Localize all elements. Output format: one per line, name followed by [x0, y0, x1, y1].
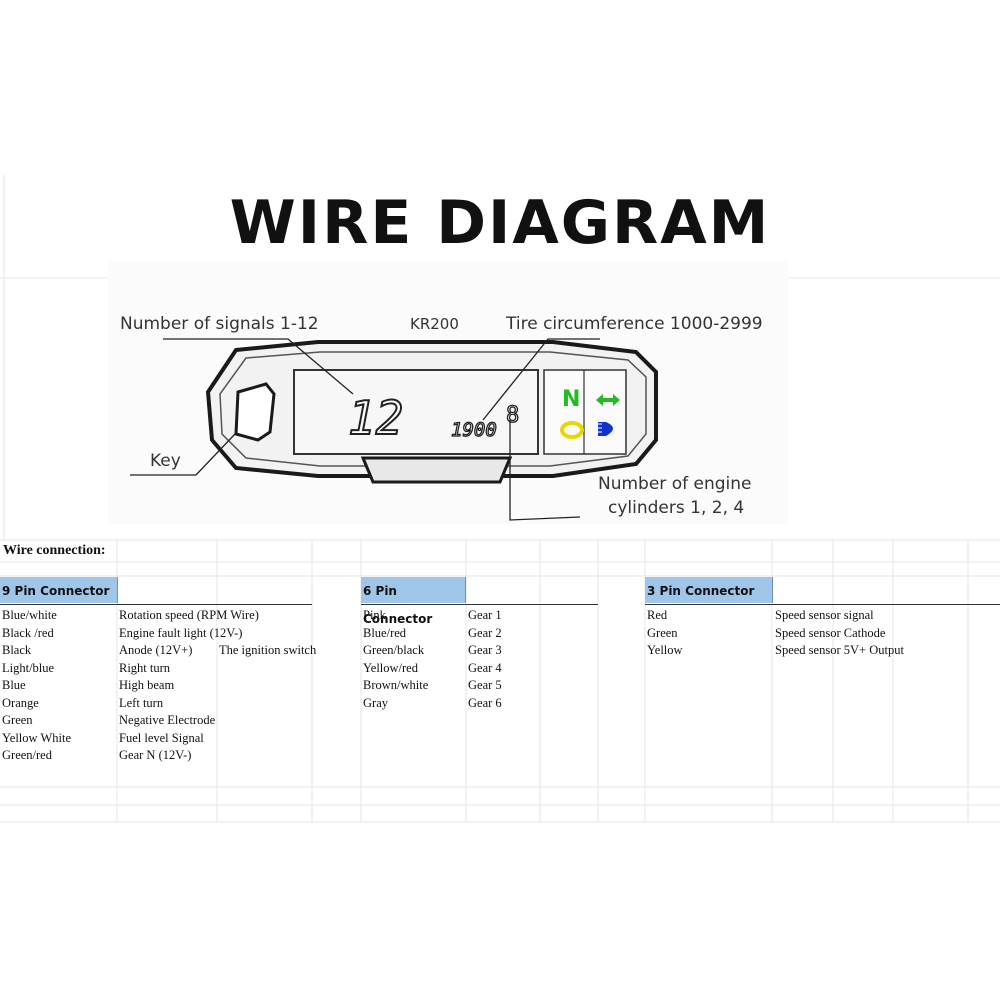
wire-color: Black /red: [2, 625, 54, 640]
wire-function: Fuel level Signal: [119, 730, 204, 745]
wire-function: Speed sensor 5V+ Output: [775, 643, 904, 657]
key-button[interactable]: [234, 382, 276, 442]
wire-function: Gear 1: [468, 608, 502, 622]
wire-function: Gear 4: [468, 660, 502, 675]
wire-color: Yellow White: [2, 730, 71, 745]
wire-color: Yellow/red: [363, 660, 418, 675]
table-row: Yellow White Fuel level Signal: [2, 730, 342, 748]
wire-color: Orange: [2, 695, 39, 710]
dashboard-diagram: 12 1900 8 N Number of signals 1-12 KR200…: [108, 262, 788, 524]
fuel-indicator-icon: [560, 421, 584, 439]
table-row: Green/red Gear N (12V-): [2, 747, 342, 765]
table-row: Yellow/red Gear 4: [363, 660, 598, 678]
wire-color: Green: [647, 625, 678, 640]
table-row: Green Negative Electrode: [2, 712, 342, 730]
turn-signal-icon: [596, 394, 620, 406]
page-title: WIRE DIAGRAM: [229, 188, 771, 258]
six-pin-table: Pink Gear 1 Blue/red Gear 2 Green/black …: [363, 607, 598, 712]
wire-function: Gear 5: [468, 678, 502, 692]
wire-function: Gear 6: [468, 695, 502, 710]
table-row: Pink Gear 1: [363, 607, 598, 625]
wire-color: Green/black: [363, 643, 425, 657]
wire-note: The ignition switch: [219, 643, 317, 657]
table-row: Orange Left turn: [2, 695, 342, 713]
table-row: Red Speed sensor signal: [647, 607, 997, 625]
table-row: Black Anode (12V+) The ignition switch: [2, 642, 342, 660]
wire-color: Yellow: [647, 643, 683, 657]
table-row: Green Speed sensor Cathode: [647, 625, 997, 643]
wire-function: Gear 3: [468, 643, 502, 657]
callout-cylinders-line1: Number of engine: [598, 474, 751, 494]
wire-color: Green/red: [2, 748, 52, 762]
table-row: Blue/white Rotation speed (RPM Wire): [2, 607, 342, 625]
three-pin-rule: [645, 604, 1000, 605]
wire-function: Speed sensor Cathode: [775, 625, 886, 640]
display-cylinders: 8: [506, 403, 519, 428]
wire-function: Speed sensor signal: [775, 608, 874, 622]
wire-color: Blue/white: [2, 608, 57, 622]
wire-color: Light/blue: [2, 660, 55, 675]
table-row: Yellow Speed sensor 5V+ Output: [647, 642, 997, 660]
indicator-panel: [543, 369, 627, 455]
wire-function: Rotation speed (RPM Wire): [119, 608, 259, 622]
nine-pin-table: Blue/white Rotation speed (RPM Wire) Bla…: [2, 607, 342, 765]
wire-color: Pink: [363, 608, 386, 622]
three-pin-header: 3 Pin Connector: [645, 577, 773, 603]
wire-function: Negative Electrode: [119, 713, 216, 727]
display-signals: 12: [348, 391, 403, 445]
six-pin-rule: [361, 604, 598, 605]
wire-function: Gear N (12V-): [119, 748, 192, 762]
wire-color: Green: [2, 713, 33, 727]
nine-pin-rule: [0, 604, 312, 605]
table-row: Gray Gear 6: [363, 695, 598, 713]
wire-function: Anode (12V+): [119, 643, 193, 657]
callout-cylinders-line2: cylinders 1, 2, 4: [608, 498, 744, 518]
six-pin-header: 6 Pin Connector: [361, 577, 466, 626]
wire-color: Black: [2, 643, 32, 657]
wire-color: Red: [647, 608, 668, 622]
table-row: Black /red Engine fault light (12V-): [2, 625, 342, 643]
callout-signals: Number of signals 1-12: [120, 314, 319, 334]
table-row: Green/black Gear 3: [363, 642, 598, 660]
wire-color: Blue/red: [363, 625, 407, 640]
wire-function: Right turn: [119, 660, 171, 675]
table-row: Brown/white Gear 5: [363, 677, 598, 695]
wire-connection-heading: Wire connection:: [3, 543, 106, 558]
lcd-screen: [293, 369, 539, 455]
wire-function: Left turn: [119, 695, 164, 710]
wire-function: High beam: [119, 678, 175, 692]
table-row: Blue High beam: [2, 677, 342, 695]
display-tire: 1900: [451, 419, 497, 441]
wire-function: Gear 2: [468, 625, 502, 640]
wire-color: Brown/white: [363, 678, 429, 692]
table-row: Light/blue Right turn: [2, 660, 342, 678]
model-label: KR200: [410, 315, 459, 333]
three-pin-table: Red Speed sensor signal Green Speed sens…: [647, 607, 997, 660]
wire-color: Gray: [363, 695, 388, 710]
table-row: Blue/red Gear 2: [363, 625, 598, 643]
callout-tire: Tire circumference 1000-2999: [505, 314, 763, 334]
neutral-indicator: N: [562, 387, 580, 412]
bottom-tab: [360, 456, 513, 484]
callout-key: Key: [150, 451, 181, 471]
wire-color: Blue: [2, 678, 26, 692]
wire-function: Engine fault light (12V-): [119, 625, 243, 640]
nine-pin-header: 9 Pin Connector: [0, 577, 118, 603]
